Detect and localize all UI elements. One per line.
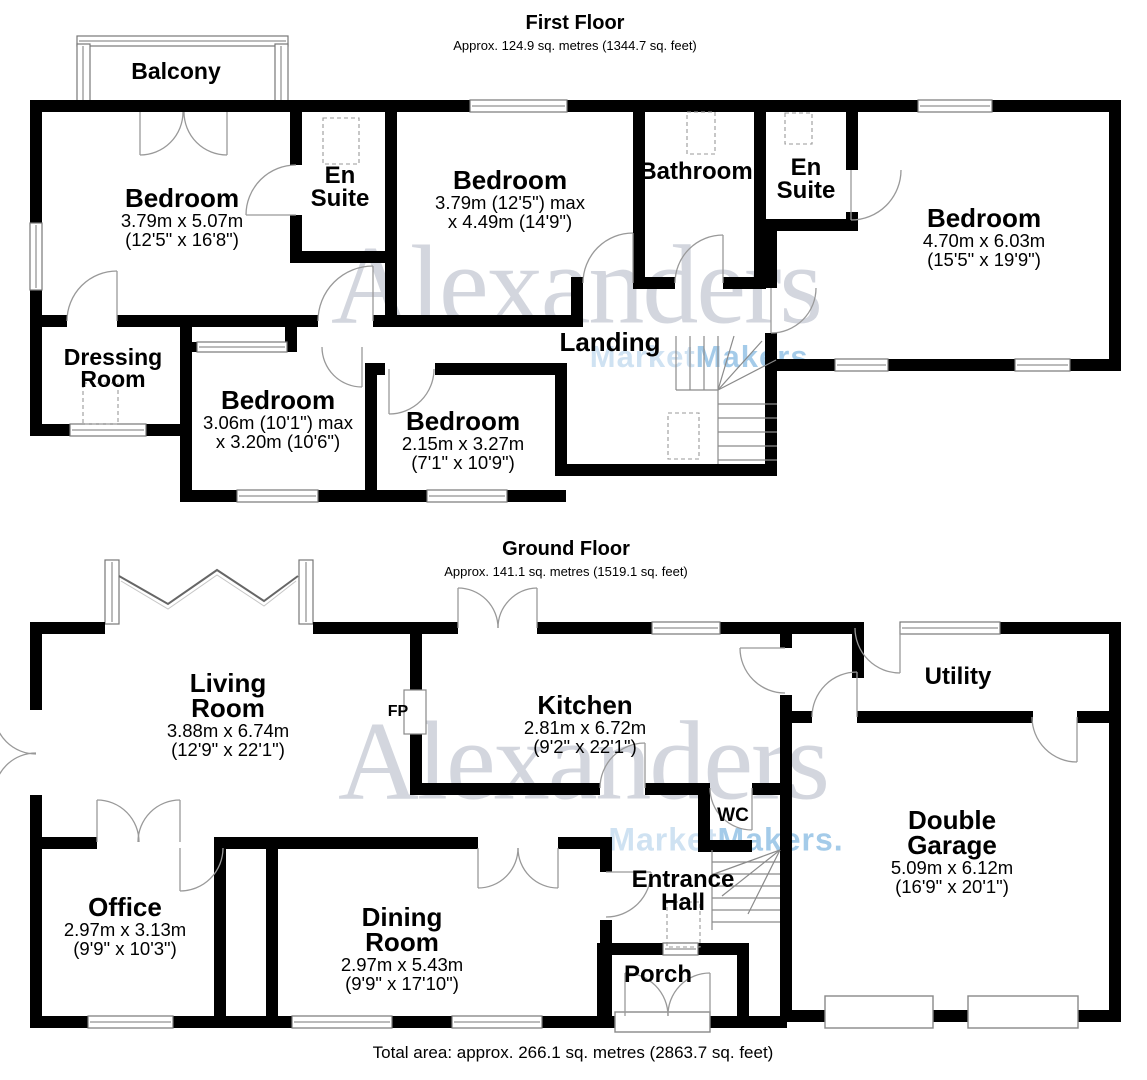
bay-windows (104, 559, 314, 625)
ground-floor-plan (0, 559, 1121, 1033)
first-floor-doors (66, 111, 902, 415)
room-name: Landing (559, 327, 661, 357)
ground-floor-stairs (711, 849, 781, 930)
room-name: Bedroom (452, 165, 568, 195)
first-floor-stairs (675, 335, 777, 464)
first-floor-area: Approx. 124.9 sq. metres (1344.7 sq. fee… (453, 38, 697, 53)
room-name: Entrance Hall (631, 866, 735, 916)
room-name: Utility (924, 663, 992, 690)
room-name: En Suite (310, 162, 370, 212)
room-name: FP (387, 703, 409, 720)
understairs-dashed (666, 901, 701, 948)
first-floor-walls (30, 100, 1121, 502)
room-name: Kitchen (537, 690, 633, 720)
bifold-door-zigzag (118, 568, 299, 606)
room-name: Bedroom (124, 183, 240, 213)
ground-floor-area: Approx. 141.1 sq. metres (1519.1 sq. fee… (444, 564, 688, 579)
room-name: Dining Room (361, 902, 443, 957)
first-floor-plan (29, 35, 1121, 503)
room-name: Porch (624, 961, 693, 988)
room-name: Bedroom (926, 203, 1042, 233)
room-name: Living Room (189, 668, 267, 723)
garage-door-left (824, 995, 934, 1029)
fireplace-recess (403, 689, 427, 735)
total-area: Total area: approx. 266.1 sq. metres (28… (372, 1043, 774, 1062)
room-name: Office (88, 892, 162, 922)
room-name: WC (717, 805, 749, 826)
room-name: Dressing Room (63, 344, 163, 392)
garage-door-right (967, 995, 1079, 1029)
room-name: Bedroom (220, 385, 336, 415)
balcony-railing (76, 35, 289, 103)
room-name: Bathroom (639, 158, 753, 185)
ground-floor-doors (0, 587, 1078, 1017)
bifold-door-zigzag-echo (120, 574, 297, 610)
ground-floor-windows (87, 621, 1001, 1029)
first-floor-fixtures (82, 111, 813, 460)
ground-floor-title: Ground Floor (502, 538, 630, 560)
room-name: En Suite (776, 154, 836, 204)
first-floor-windows (29, 99, 1071, 503)
front-door-threshold (614, 1011, 711, 1033)
room-name: Bedroom (405, 406, 521, 436)
room-name: Double Garage (907, 805, 997, 860)
room-name: Balcony (131, 58, 221, 84)
first-floor-title: First Floor (525, 12, 625, 34)
